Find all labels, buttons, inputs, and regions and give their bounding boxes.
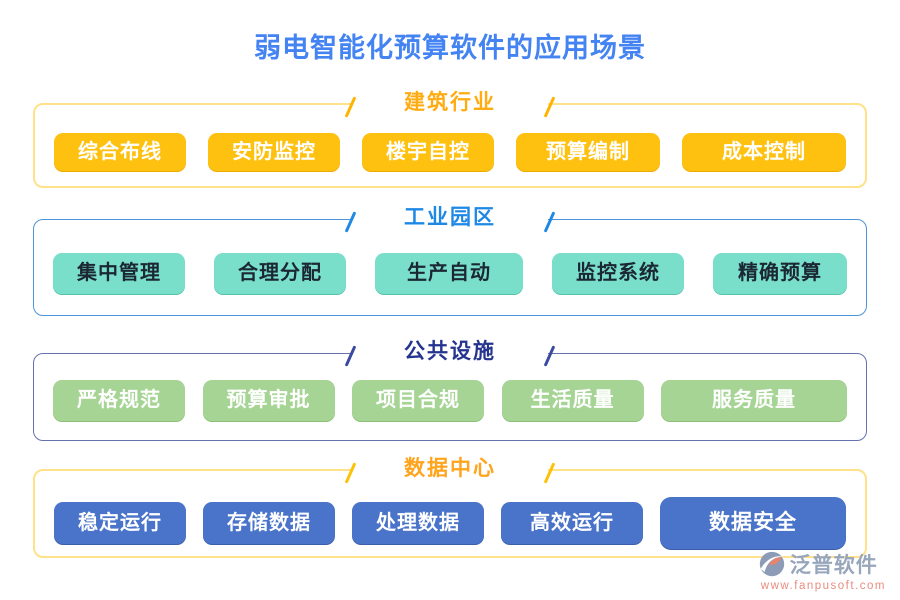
tag-integrated-cabling[interactable]: 综合布线 bbox=[54, 133, 186, 171]
tag-efficient-operation[interactable]: 高效运行 bbox=[501, 502, 643, 544]
tag-cost-control[interactable]: 成本控制 bbox=[682, 133, 846, 171]
tag-row: 严格规范 预算审批 项目合规 生活质量 服务质量 bbox=[34, 380, 866, 421]
tag-data-storage[interactable]: 存储数据 bbox=[203, 502, 335, 544]
section-header: 数据中心 bbox=[35, 454, 865, 484]
section-header: 工业园区 bbox=[34, 203, 866, 233]
section-title: 工业园区 bbox=[352, 203, 548, 233]
brand-url[interactable]: www.fanpusoft.com bbox=[760, 580, 886, 592]
section-title: 公共设施 bbox=[352, 337, 548, 367]
tag-row: 综合布线 安防监控 楼宇自控 预算编制 成本控制 bbox=[35, 133, 865, 171]
tag-data-processing[interactable]: 处理数据 bbox=[352, 502, 484, 544]
tag-rational-allocation[interactable]: 合理分配 bbox=[214, 253, 346, 294]
tag-row: 稳定运行 存储数据 处理数据 高效运行 数据安全 bbox=[35, 497, 865, 549]
tag-security-monitoring[interactable]: 安防监控 bbox=[208, 133, 340, 171]
tag-centralized-management[interactable]: 集中管理 bbox=[53, 253, 185, 294]
tag-monitoring-system[interactable]: 监控系统 bbox=[552, 253, 684, 294]
tag-stable-operation[interactable]: 稳定运行 bbox=[54, 502, 186, 544]
tag-production-automation[interactable]: 生产自动 bbox=[375, 253, 523, 294]
brand-name: 泛普软件 bbox=[789, 554, 878, 577]
tag-budget-preparation[interactable]: 预算编制 bbox=[516, 133, 660, 171]
tag-row: 集中管理 合理分配 生产自动 监控系统 精确预算 bbox=[34, 253, 866, 294]
section-title: 数据中心 bbox=[352, 454, 548, 484]
section-public-facilities: 公共设施 严格规范 预算审批 项目合规 生活质量 服务质量 bbox=[33, 337, 867, 441]
page-title: 弱电智能化预算软件的应用场景 bbox=[254, 33, 646, 63]
tag-budget-approval[interactable]: 预算审批 bbox=[202, 380, 335, 421]
section-title: 建筑行业 bbox=[352, 88, 548, 118]
section-data-center: 数据中心 稳定运行 存储数据 处理数据 高效运行 数据安全 bbox=[33, 454, 867, 558]
tag-project-compliance[interactable]: 项目合规 bbox=[352, 380, 484, 421]
tag-service-quality[interactable]: 服务质量 bbox=[661, 380, 847, 421]
tag-life-quality[interactable]: 生活质量 bbox=[501, 380, 644, 421]
section-industrial-park: 工业园区 集中管理 合理分配 生产自动 监控系统 精确预算 bbox=[33, 203, 867, 316]
tag-data-security[interactable]: 数据安全 bbox=[660, 497, 846, 549]
tag-accurate-budget[interactable]: 精确预算 bbox=[713, 253, 847, 294]
tag-building-automation[interactable]: 楼宇自控 bbox=[362, 133, 494, 171]
brand-logo: 泛普软件 www.fanpusoft.com bbox=[759, 549, 886, 592]
tag-strict-standards[interactable]: 严格规范 bbox=[53, 380, 185, 421]
fanpu-logo-icon bbox=[759, 551, 785, 577]
section-header: 公共设施 bbox=[34, 337, 866, 367]
section-construction-industry: 建筑行业 综合布线 安防监控 楼宇自控 预算编制 成本控制 bbox=[33, 88, 867, 188]
section-header: 建筑行业 bbox=[35, 88, 865, 118]
